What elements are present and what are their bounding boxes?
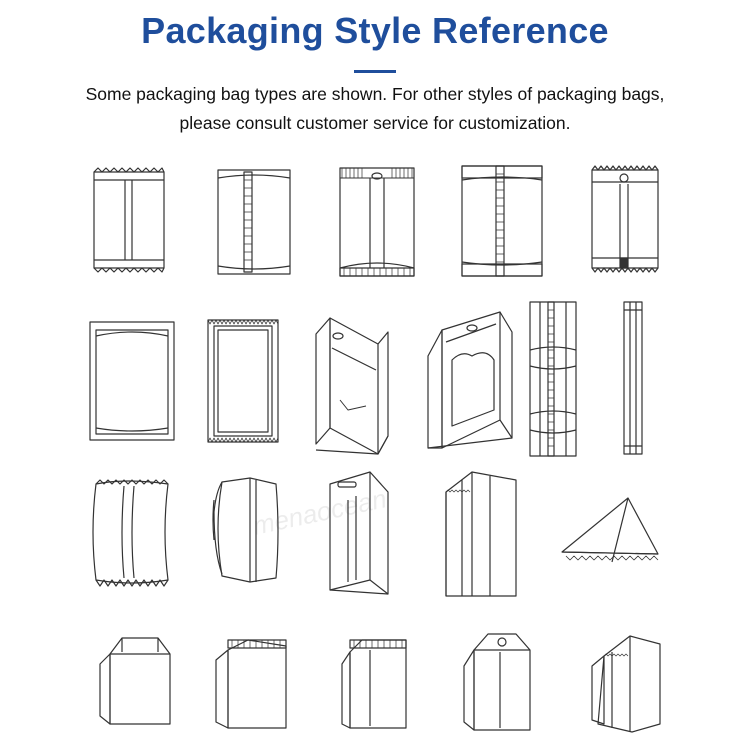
bag-side-gusset-tilted xyxy=(591,635,661,733)
bag-center-seal-strip xyxy=(461,165,543,277)
title-underline xyxy=(354,70,396,73)
bag-stand-up-zipper xyxy=(315,317,389,455)
bag-block-bottom xyxy=(99,637,171,725)
page-title: Packaging Style Reference xyxy=(141,10,609,51)
bag-flat-bottom-seal xyxy=(341,639,407,729)
bag-narrow-stick xyxy=(623,301,643,455)
bag-three-side-seal xyxy=(89,321,175,441)
bag-stand-up-window xyxy=(427,311,513,449)
bag-stand-up-hang-hole xyxy=(329,471,389,595)
bag-center-seal-hang-hole xyxy=(339,167,415,277)
bag-four-side-seal xyxy=(207,319,279,443)
bag-flat-bottom xyxy=(215,639,287,729)
bag-center-seal-euro-hole xyxy=(591,165,659,273)
bag-tetrahedron xyxy=(561,497,659,563)
bag-pillow-puffed xyxy=(92,479,169,587)
page-subtitle: Some packaging bag types are shown. For … xyxy=(85,84,665,133)
bag-flat-bottom-valve xyxy=(463,633,531,731)
bag-center-seal xyxy=(217,169,291,275)
bag-gusset-strip xyxy=(529,301,577,457)
bag-side-gusset-puffed xyxy=(212,477,279,583)
bag-back-seal-pillow xyxy=(93,167,165,273)
bag-quad-seal-gusset xyxy=(445,471,517,597)
